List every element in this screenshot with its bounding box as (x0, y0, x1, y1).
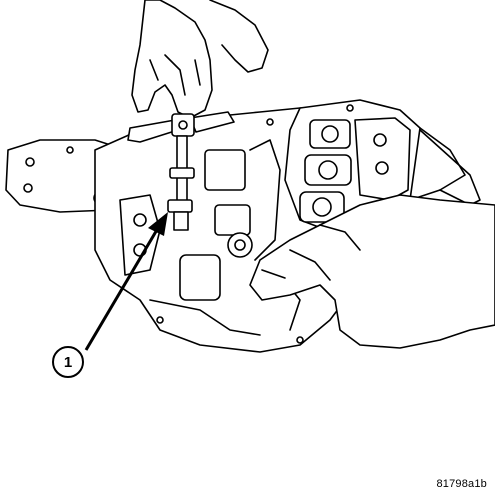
flange-bolt-hole (25, 157, 35, 167)
solenoid-port (318, 160, 338, 180)
solenoid-port (321, 125, 339, 143)
figure-id: 81798a1b (436, 478, 487, 490)
solenoid-port (312, 197, 332, 217)
callout-1-label: 1 (64, 354, 72, 371)
special-tool-collar (169, 167, 195, 179)
valve-bore (214, 204, 251, 236)
special-tool-tip (167, 199, 193, 213)
upper-hand (131, 0, 213, 119)
special-tool-arm-left (127, 119, 179, 143)
callout-1: 1 (52, 346, 84, 378)
flange-bolt-hole (23, 183, 33, 193)
valve-bore (204, 149, 246, 191)
callout-leader (84, 212, 168, 351)
flange-bolt-hole (66, 146, 74, 154)
lower-hand (249, 194, 495, 349)
valve-bore (179, 254, 221, 301)
